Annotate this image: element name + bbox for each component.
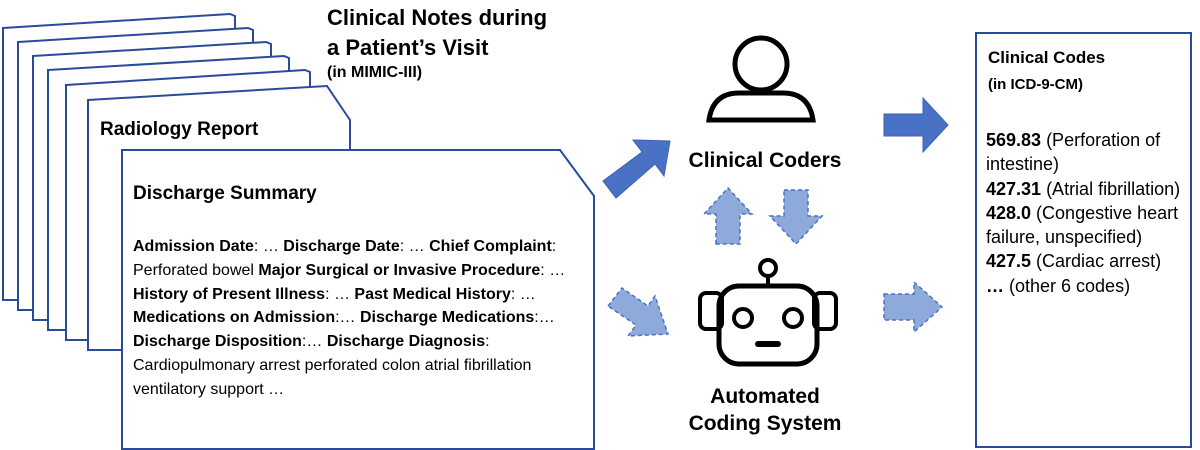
notes-source: (in MIMIC-III) <box>327 64 423 81</box>
discharge-field-value: :… <box>534 309 555 327</box>
codes-title: Clinical Codes (in ICD-9-CM) <box>988 44 1105 98</box>
discharge-field-value: : <box>485 333 490 351</box>
discharge-field-value: : … <box>399 238 430 255</box>
notes-title: Clinical Notes during a Patient’s Visit <box>327 3 547 63</box>
code-item: 427.31 (Atrial fibrillation) <box>986 177 1191 201</box>
code-number: 569.83 <box>986 130 1042 150</box>
code-number: … <box>986 275 1004 296</box>
discharge-field-value: : … <box>510 285 536 303</box>
automated-label-line-1: Automated <box>710 385 820 408</box>
dashed-arrows <box>606 186 944 337</box>
discharge-field-label: Major Surgical or Invasive Procedure <box>258 261 541 279</box>
stacked-notes <box>2 12 595 450</box>
code-item: 428.0 (Congestive heart failure, unspeci… <box>986 201 1191 250</box>
code-description: (Congestive heart failure, unspecified) <box>986 202 1179 248</box>
codes-title-line-1: Clinical Codes <box>988 48 1106 67</box>
discharge-field-label: Discharge Diagnosis <box>326 333 486 351</box>
notes-title-line-2: a Patient’s Visit <box>327 35 489 60</box>
automated-label-line-2: Coding System <box>688 412 842 435</box>
discharge-field-label: Discharge Medications <box>359 309 535 327</box>
code-item: 569.83 (Perforation of intestine) <box>986 128 1191 177</box>
discharge-field-label: Past Medical History <box>354 285 511 303</box>
discharge-field-label: History of Present Illness <box>133 285 326 303</box>
discharge-field-label: Discharge Disposition <box>133 333 302 351</box>
discharge-field-label: Chief Complaint <box>429 238 552 255</box>
code-number: 427.5 <box>986 251 1032 272</box>
code-description: (Cardiac arrest) <box>1031 251 1162 272</box>
code-item: 427.5 (Cardiac arrest) <box>986 249 1191 273</box>
discharge-field-value: : … <box>253 238 284 255</box>
discharge-field-label: Discharge Date <box>283 238 400 255</box>
codes-box <box>975 32 1192 448</box>
arrow-notes-to-system <box>606 286 670 337</box>
discharge-field-label: Admission Date <box>133 238 254 255</box>
discharge-field-value: : … <box>540 261 566 279</box>
radiology-report-label: Radiology Report <box>100 119 259 140</box>
discharge-field-value: : Perforated bowel <box>133 238 557 279</box>
note-page-discharge <box>121 149 595 450</box>
arrow-system-to-codes <box>883 280 944 334</box>
automated-coding-system-label: Automated Coding System <box>670 383 860 437</box>
discharge-summary-title: Discharge Summary <box>133 183 317 204</box>
codes-list: 569.83 (Perforation of intestine)427.31 … <box>986 128 1191 298</box>
codes-title-line-2: (in ICD-9-CM) <box>988 76 1083 93</box>
robot-icon <box>698 258 838 367</box>
arrow-coders-to-system <box>768 189 824 246</box>
discharge-summary-body: Admission Date: … Discharge Date: … Chie… <box>133 235 573 402</box>
arrow-notes-to-coders <box>602 139 671 199</box>
discharge-field-value: :… <box>301 333 327 351</box>
discharge-field-value: :… <box>335 309 360 327</box>
code-number: 427.31 <box>986 178 1042 199</box>
notes-title-line-1: Clinical Notes during <box>327 5 548 30</box>
code-description: (Perforation of intestine) <box>986 130 1161 175</box>
code-description: (Atrial fibrillation) <box>1041 178 1181 199</box>
discharge-field-label: Medications on Admission <box>133 309 336 327</box>
arrow-coders-to-codes <box>883 96 949 154</box>
code-description: (other 6 codes) <box>1004 275 1131 296</box>
arrow-system-to-coders <box>702 186 754 245</box>
person-icon <box>706 35 816 123</box>
discharge-field-value: : … <box>325 285 355 303</box>
clinical-coders-label: Clinical Coders <box>688 149 842 172</box>
code-item: … (other 6 codes) <box>986 274 1191 298</box>
code-number: 428.0 <box>986 202 1032 223</box>
solid-arrows <box>602 96 949 199</box>
discharge-field-value: Cardiopulmonary arrest perforated colon … <box>133 356 532 398</box>
